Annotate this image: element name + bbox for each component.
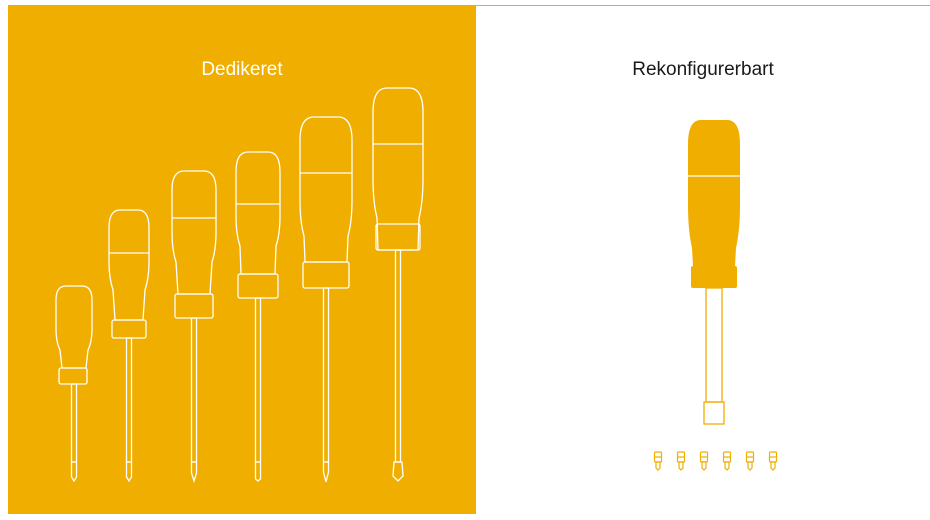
screwdriver-icon (56, 286, 92, 481)
screwdriver-icon (236, 152, 280, 481)
bit-driver-icon (688, 120, 740, 424)
screwdriver-bit-icon (724, 452, 731, 470)
screwdriver-bit-icon (747, 452, 754, 470)
screwdriver-icon (109, 210, 149, 481)
screwdriver-bit-icon (678, 452, 685, 470)
screwdriver-bit-icon (655, 452, 662, 470)
screwdriver-icon (373, 88, 423, 481)
screwdriver-bit-icon (701, 452, 708, 470)
dedicated-screwdrivers (56, 88, 423, 482)
screwdriver-bit-icon (770, 452, 777, 470)
screwdriver-icon (172, 171, 216, 481)
screwdriver-icon (300, 117, 352, 482)
bit-set (655, 452, 777, 470)
